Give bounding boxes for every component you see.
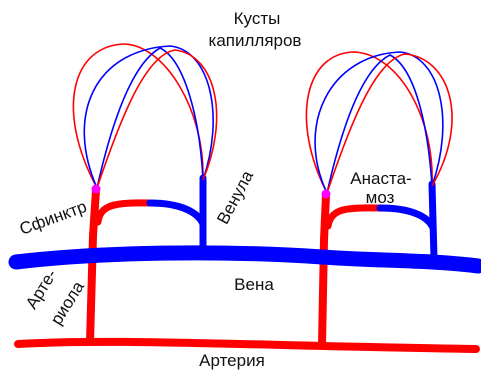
anastomosis-left-venous: [150, 203, 203, 224]
arteriole-left: [90, 190, 96, 342]
label-artery: Артерия: [199, 351, 265, 370]
sphincter-right: [322, 190, 331, 199]
capillary-bush-left: [73, 44, 216, 188]
label-capillary-bushes-line2: капилляров: [209, 31, 302, 50]
label-capillary-bushes-line1: Кусты: [234, 9, 281, 28]
label-sphincter: Сфинктр: [17, 197, 89, 239]
anastomosis-left-arterial: [98, 203, 150, 222]
anastomosis-right-venous: [380, 208, 433, 228]
anastomosis-right-arterial: [328, 208, 380, 226]
capillary-left-1: [73, 44, 203, 188]
label-anastomosis-line2: моз: [366, 188, 395, 207]
label-anastomosis-line1: Анаста-: [350, 169, 411, 188]
vein: [16, 253, 478, 266]
arteriole-right: [322, 195, 326, 345]
label-vein: Вена: [234, 275, 274, 294]
capillary-left-4: [97, 50, 217, 188]
sphincter-left: [92, 185, 101, 194]
label-venule: Венула: [213, 167, 257, 227]
